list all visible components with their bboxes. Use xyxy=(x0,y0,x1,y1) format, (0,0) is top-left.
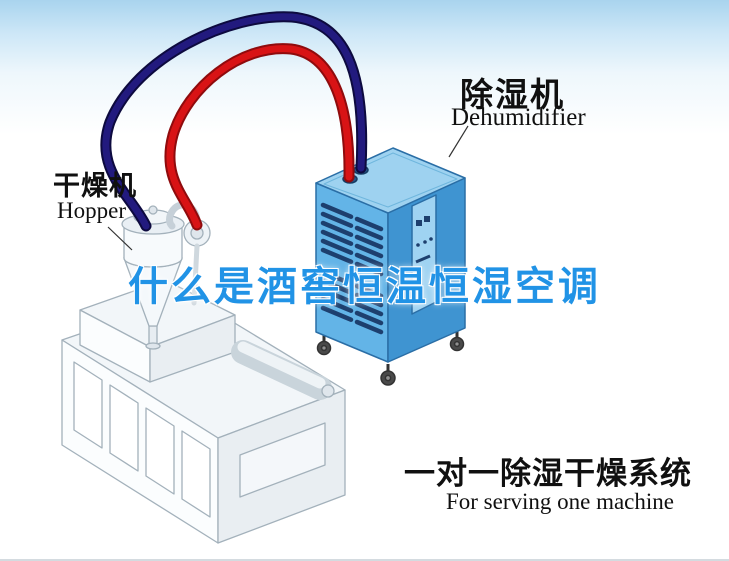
hopper-label-en: Hopper xyxy=(57,198,126,223)
dehumidifier-machine-illustration xyxy=(315,147,466,386)
navy-hose xyxy=(100,11,368,232)
red-hose xyxy=(164,43,355,231)
vent-grille-lower xyxy=(320,269,384,335)
vent-grille-upper xyxy=(320,202,384,277)
caption-zh: 一对一除湿干燥系统 xyxy=(404,456,692,491)
dehumidifier-label-en: Dehumidifier xyxy=(451,104,586,131)
dehumidifier-label-zh: 除湿机 xyxy=(460,76,565,113)
hopper-dryer-illustration xyxy=(121,201,211,350)
dehumidifier-leader-line xyxy=(448,125,469,158)
caption-en: For serving one machine xyxy=(445,489,674,514)
control-panel xyxy=(411,194,437,315)
watermark-title: 什么是酒窖恒温恒湿空调 xyxy=(128,265,601,309)
hopper-label-zh: 干燥机 xyxy=(53,171,137,201)
extruder-machine-illustration xyxy=(61,279,346,544)
hopper-leader-line xyxy=(107,226,133,251)
